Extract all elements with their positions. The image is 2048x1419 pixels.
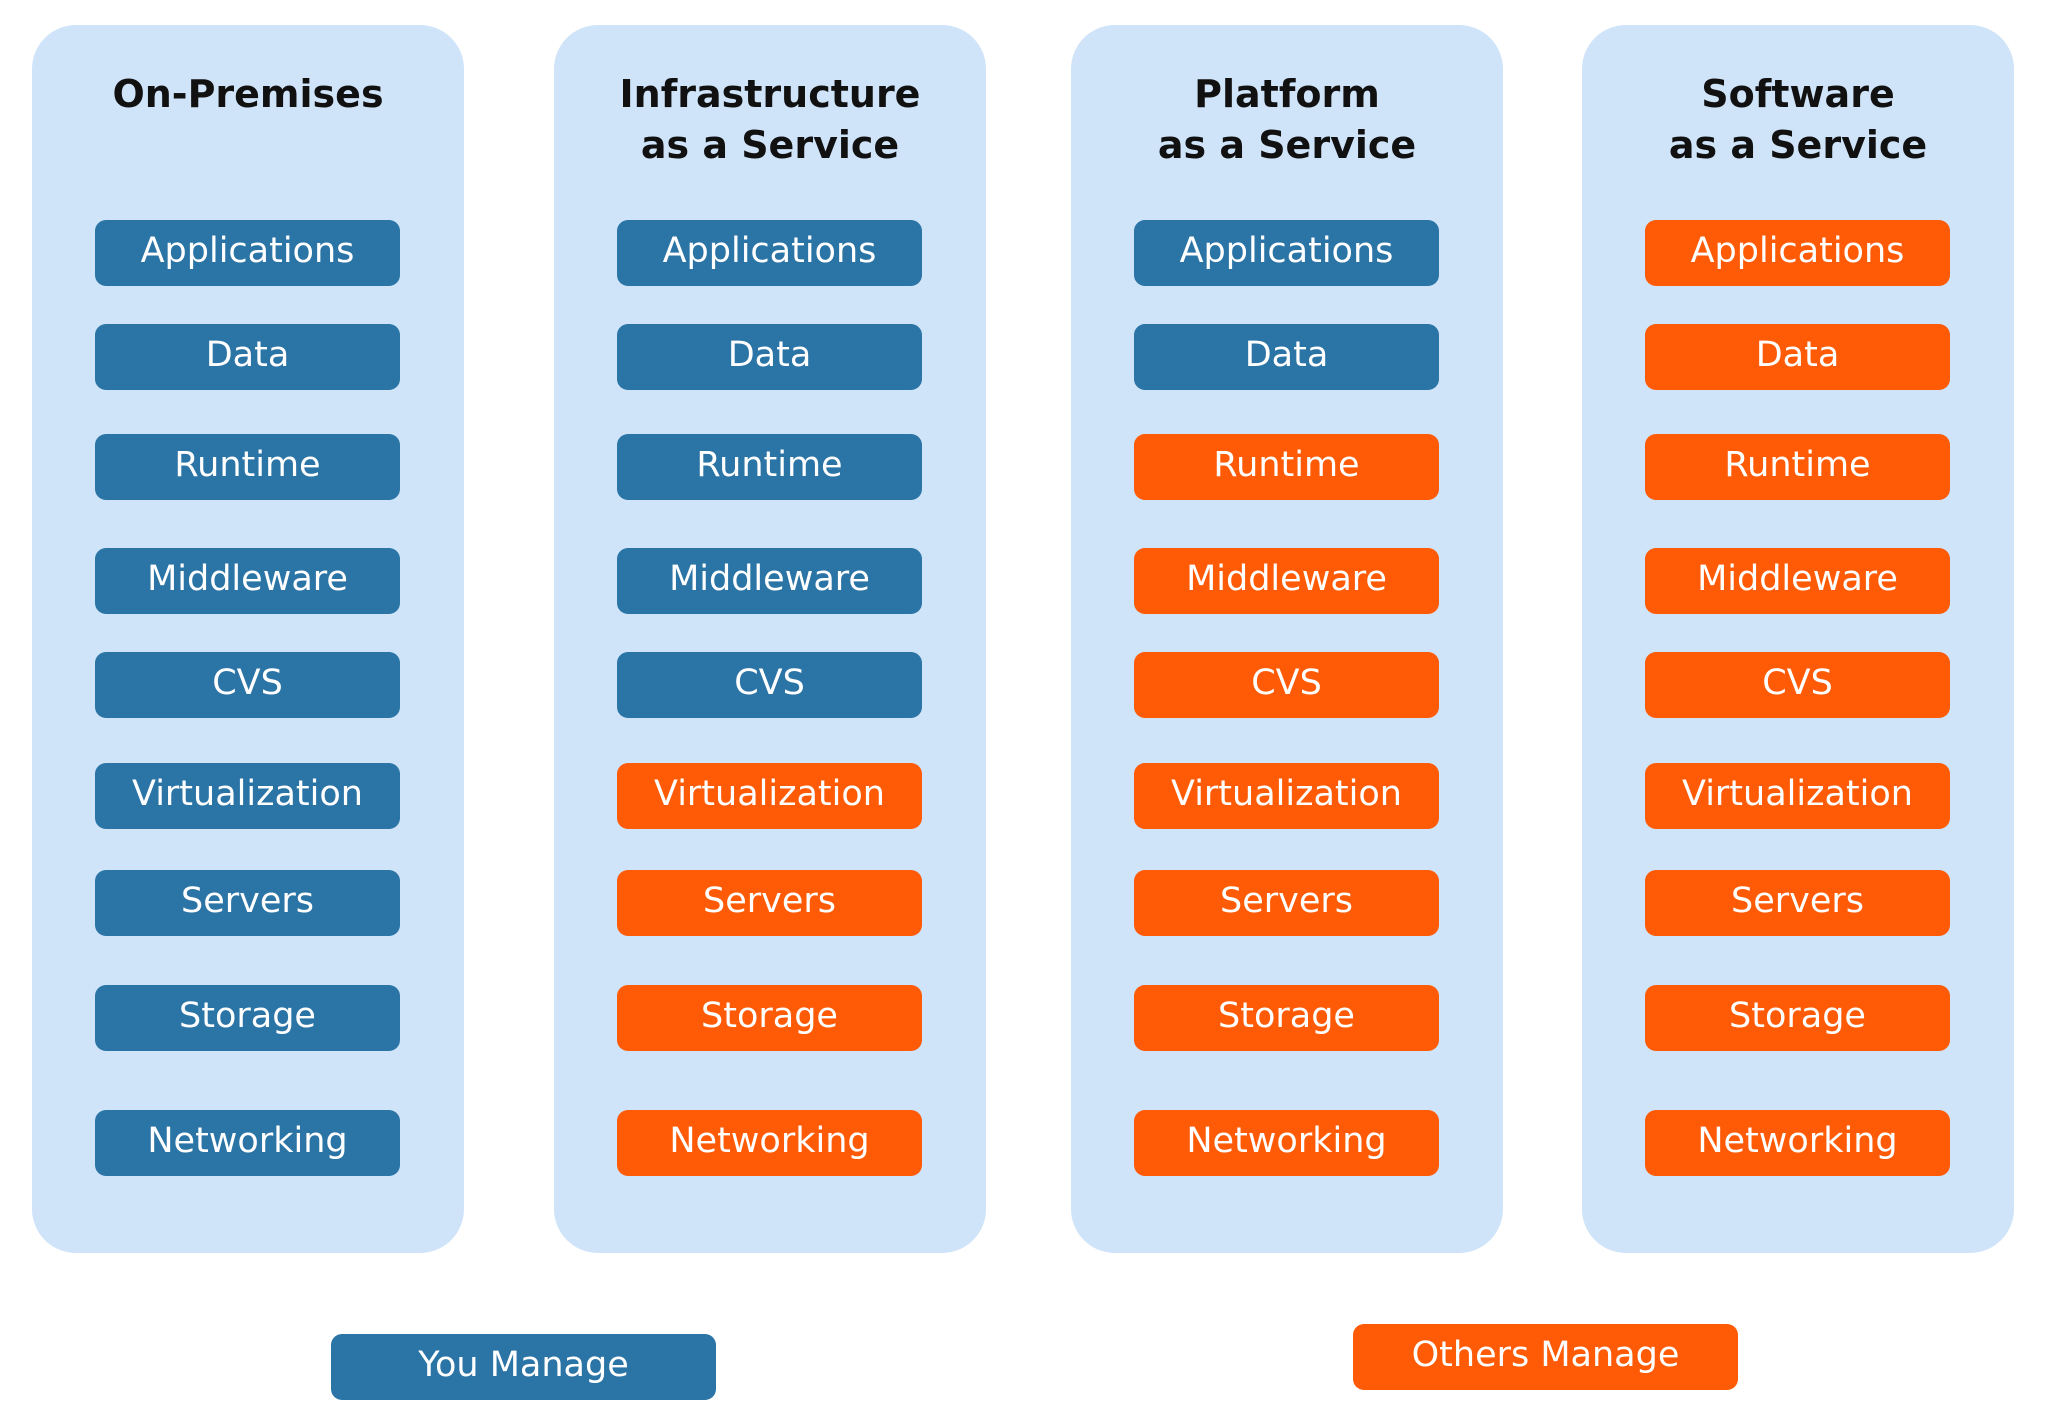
- layer-cvs: CVS: [95, 652, 400, 718]
- layer-storage: Storage: [95, 985, 400, 1051]
- layer-servers: Servers: [1134, 870, 1439, 936]
- layer-runtime: Runtime: [617, 434, 922, 500]
- column-title: On-Premises: [112, 72, 384, 116]
- layer-middleware: Middleware: [1645, 548, 1950, 614]
- layer-servers: Servers: [617, 870, 922, 936]
- layer-runtime: Runtime: [95, 434, 400, 500]
- layer-networking: Networking: [1134, 1110, 1439, 1176]
- layer-middleware: Middleware: [95, 548, 400, 614]
- layer-servers: Servers: [95, 870, 400, 936]
- legend-you-manage: You Manage: [331, 1334, 716, 1400]
- layer-networking: Networking: [617, 1110, 922, 1176]
- layer-applications: Applications: [617, 220, 922, 286]
- layer-storage: Storage: [1645, 985, 1950, 1051]
- layer-virtualization: Virtualization: [95, 763, 400, 829]
- layer-cvs: CVS: [1134, 652, 1439, 718]
- layer-storage: Storage: [617, 985, 922, 1051]
- column-platform-as-a-service: Platform as a Service Applications Data …: [1071, 25, 1503, 1253]
- layer-applications: Applications: [1645, 220, 1950, 286]
- layer-applications: Applications: [1134, 220, 1439, 286]
- layer-servers: Servers: [1645, 870, 1950, 936]
- column-on-premises: On-Premises Applications Data Runtime Mi…: [32, 25, 464, 1253]
- layer-applications: Applications: [95, 220, 400, 286]
- layer-virtualization: Virtualization: [617, 763, 922, 829]
- layer-data: Data: [617, 324, 922, 390]
- layer-runtime: Runtime: [1134, 434, 1439, 500]
- layer-virtualization: Virtualization: [1645, 763, 1950, 829]
- layer-middleware: Middleware: [617, 548, 922, 614]
- column-title: Software as a Service: [1668, 72, 1928, 167]
- layer-virtualization: Virtualization: [1134, 763, 1439, 829]
- layer-data: Data: [1645, 324, 1950, 390]
- layer-networking: Networking: [95, 1110, 400, 1176]
- legend-others-manage: Others Manage: [1353, 1324, 1738, 1390]
- column-software-as-a-service: Software as a Service Applications Data …: [1582, 25, 2014, 1253]
- layer-runtime: Runtime: [1645, 434, 1950, 500]
- layer-middleware: Middleware: [1134, 548, 1439, 614]
- layer-networking: Networking: [1645, 1110, 1950, 1176]
- layer-cvs: CVS: [617, 652, 922, 718]
- column-title: Platform as a Service: [1157, 72, 1417, 167]
- column-infrastructure-as-a-service: Infrastructure as a Service Applications…: [554, 25, 986, 1253]
- layer-data: Data: [1134, 324, 1439, 390]
- layer-cvs: CVS: [1645, 652, 1950, 718]
- layer-data: Data: [95, 324, 400, 390]
- column-title: Infrastructure as a Service: [619, 72, 921, 167]
- layer-storage: Storage: [1134, 985, 1439, 1051]
